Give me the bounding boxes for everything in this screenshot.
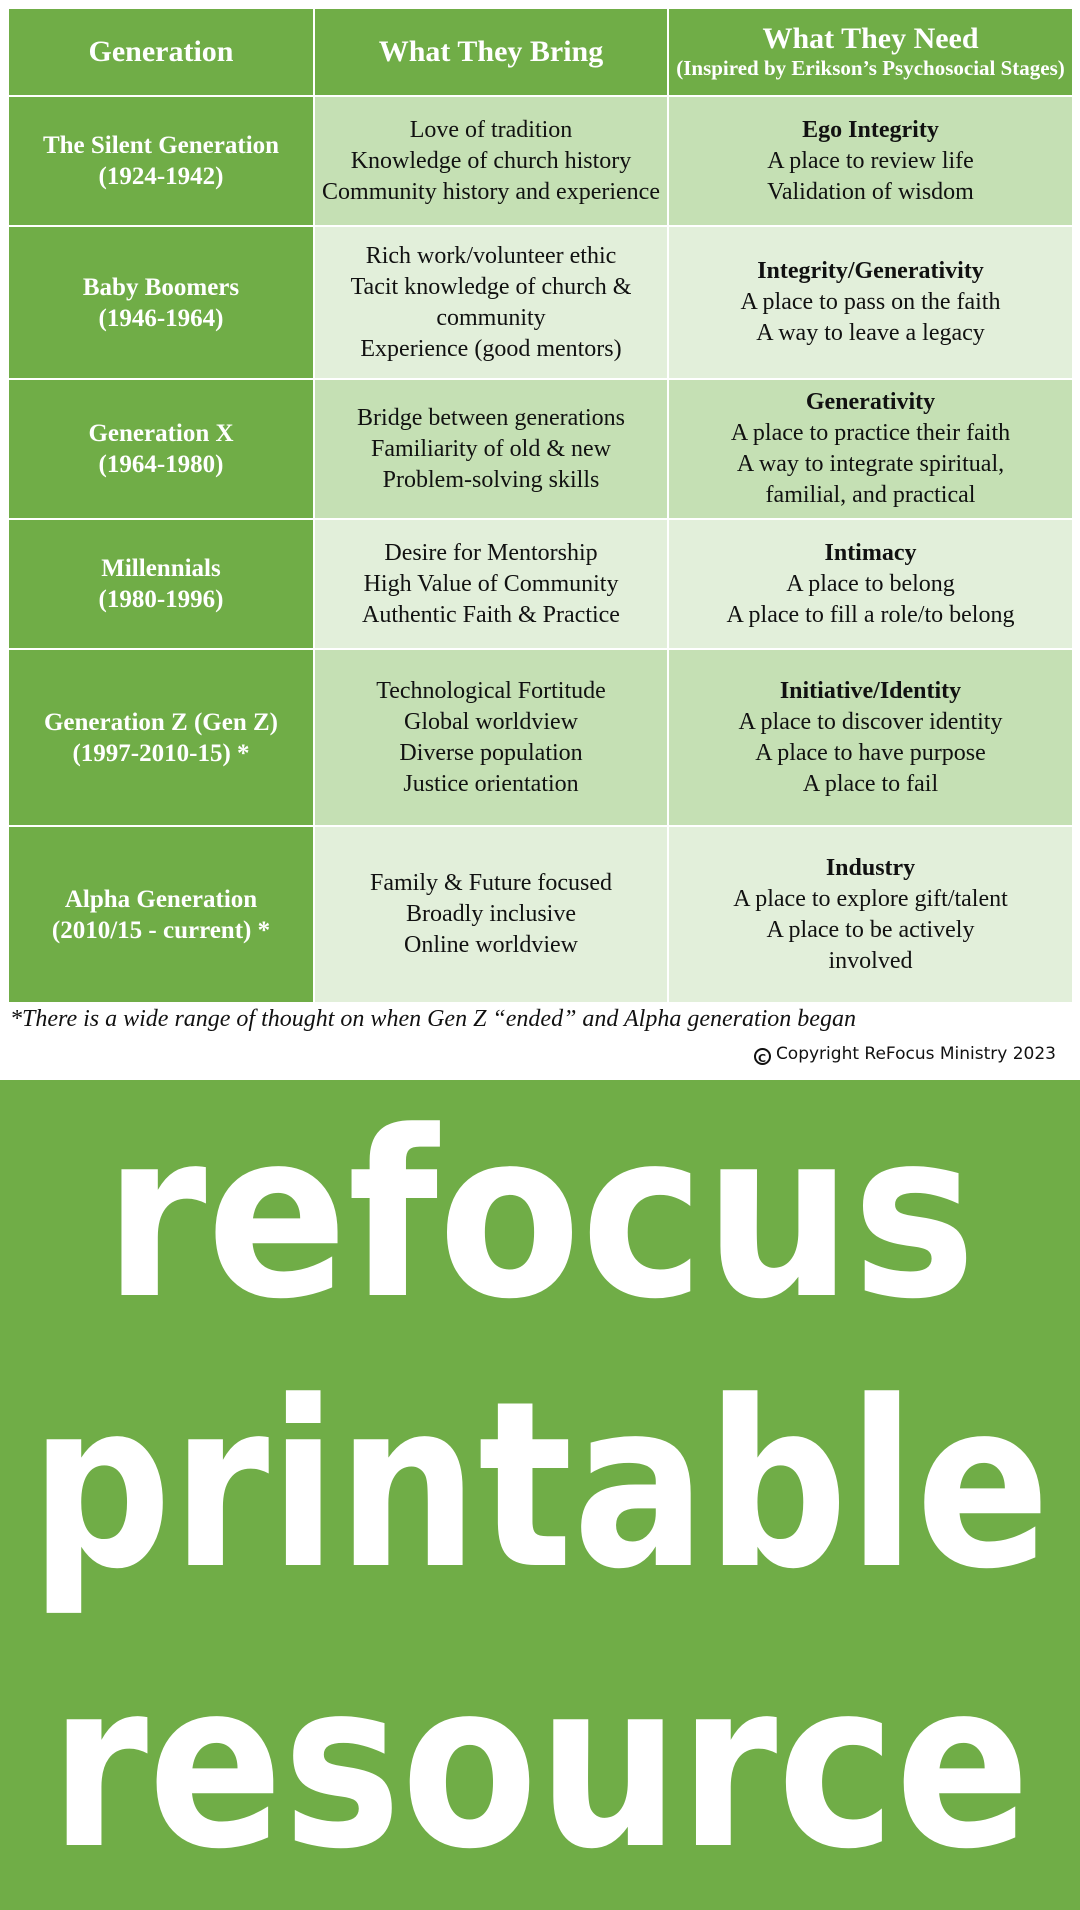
bring-item: community (436, 304, 546, 331)
need-stage: Integrity/Generativity (757, 258, 984, 284)
generation-years: (1946-1964) (98, 304, 224, 332)
generation-cell: Millennials (1980-1996) (7, 518, 315, 650)
bring-item: Justice orientation (403, 770, 579, 797)
bring-item: Rich work/volunteer ethic (365, 242, 617, 269)
watermark: refocus printable resource (0, 1080, 1080, 1910)
need-item: familial, and practical (765, 482, 976, 508)
generation-years: (1980-1996) (98, 586, 224, 613)
generation-name: Generation X (88, 420, 234, 447)
watermark-line-3-svg: resource (50, 1640, 1030, 1900)
generation-years: (1964-1980) (98, 451, 224, 478)
need-item: A place to fill a role/to belong (726, 601, 1015, 628)
bring-item: Family & Future focused (370, 870, 612, 896)
need-item: A place to fail (802, 770, 939, 797)
header-need-subtitle: (Inspired by Erikson’s Psychosocial Stag… (676, 56, 1065, 80)
need-item: A way to leave a legacy (756, 320, 985, 346)
bring-item: Love of tradition (409, 116, 573, 143)
bring-item: Community history and experience (322, 178, 660, 205)
need-item: A place to be actively (766, 916, 975, 943)
generation-years: (2010/15 - current) * (51, 916, 271, 944)
bring-item: Global worldview (404, 708, 578, 735)
generation-cell: Baby Boomers (1946-1964) (7, 225, 315, 380)
generation-name: The Silent Generation (42, 132, 280, 159)
header-need: What They Need (Inspired by Erikson’s Ps… (667, 7, 1074, 97)
need-item: A place to discover identity (738, 708, 1003, 735)
need-item: A place to explore gift/talent (733, 885, 1008, 912)
need-item: A place to review life (767, 147, 974, 174)
table-row: Baby Boomers (1946-1964) Rich work/volunte… (7, 225, 1074, 380)
watermark-line-1-svg: refocus (104, 1083, 976, 1350)
bring-item: Tacit knowledge of church & (350, 273, 632, 300)
need-item: A place to have purpose (755, 739, 986, 766)
generation-cell: Generation X (1964-1980) (7, 378, 315, 520)
need-item: A place to pass on the faith (740, 289, 1001, 315)
bring-item: Technological Fortitude (376, 677, 606, 704)
watermark-line-1: refocus (104, 1083, 976, 1350)
bring-item: Experience (good mentors) (360, 335, 622, 362)
table-row: Millennials (1980-1996) Desire for Mentors… (7, 518, 1074, 650)
need-cell: Initiative/Identity A place to discover i… (667, 648, 1074, 827)
header-need-title: What They Need (762, 22, 979, 55)
bring-item: Desire for Mentorship (384, 539, 598, 566)
table-row: The Silent Generation (1924-1942) Love of … (7, 95, 1074, 227)
need-item: A way to integrate spiritual, (736, 451, 1005, 477)
need-stage: Ego Integrity (802, 116, 939, 143)
bring-item: Broadly inclusive (406, 901, 576, 927)
generation-cell: The Silent Generation (1924-1942) (7, 95, 315, 227)
bring-item: Authentic Faith & Practice (362, 601, 620, 628)
table-row: Alpha Generation (2010/15 - current) * Fam… (7, 825, 1074, 1004)
need-stage: Industry (825, 854, 916, 881)
need-cell: Industry A place to explore gift/talent A … (667, 825, 1074, 1004)
generation-cell: Alpha Generation (2010/15 - current) * (7, 825, 315, 1004)
generation-years: (1924-1942) (98, 163, 224, 190)
header-row: Generation What They Bring What They Nee… (7, 7, 1074, 97)
bring-item: Knowledge of church history (350, 147, 632, 174)
generations-table: Generation What They Bring What They Nee… (7, 7, 1074, 1004)
generation-years: (1997-2010-15) * (72, 739, 250, 767)
bring-item: Problem-solving skills (382, 466, 600, 493)
need-item: involved (828, 947, 913, 974)
footnote: *There is a wide range of thought on whe… (10, 1006, 856, 1032)
need-item: A place to belong (786, 570, 955, 597)
bring-item: High Value of Community (363, 570, 619, 597)
need-stage: Intimacy (824, 539, 917, 566)
table-row: Generation Z (Gen Z) (1997-2010-15) * Tech… (7, 648, 1074, 827)
sheet: Generation What They Bring What They Nee… (7, 7, 1074, 1065)
generation-cell: Generation Z (Gen Z) (1997-2010-15) * (7, 648, 315, 827)
copyright-text: Copyright ReFocus Ministry 2023 (775, 1044, 1056, 1064)
watermark-line-2: printable (30, 1353, 1050, 1620)
need-cell: Generativity A place to practice their fa… (667, 378, 1074, 520)
need-item: A place to practice their faith (730, 420, 1011, 446)
generation-name: Generation Z (Gen Z) (43, 708, 278, 736)
generation-name: Millennials (101, 555, 221, 582)
watermark-line-3: resource (50, 1640, 1030, 1900)
watermark-line-2-svg: printable (30, 1353, 1050, 1620)
copyright-icon: C (753, 1048, 771, 1065)
need-stage: Initiative/Identity (779, 677, 962, 704)
header-bring: What They Bring (312, 7, 670, 97)
need-cell: Intimacy A place to belong A place to fill… (667, 518, 1074, 650)
need-item: Validation of wisdom (767, 178, 974, 205)
bring-item: Bridge between generations (357, 404, 625, 431)
bring-item: Online worldview (404, 932, 578, 958)
need-stage: Generativity (805, 389, 936, 415)
bring-item: Familiarity of old & new (371, 435, 611, 462)
generation-name: Baby Boomers (82, 273, 240, 301)
generation-name: Alpha Generation (64, 885, 258, 913)
copyright: C Copyright ReFocus Ministry 2023 (753, 1044, 1056, 1065)
need-cell: Integrity/Generativity A place to pass on… (667, 225, 1074, 380)
bring-item: Diverse population (399, 739, 583, 766)
table-row: Generation X (1964-1980) Bridge between ge… (7, 378, 1074, 520)
header-generation: Generation (7, 7, 315, 97)
